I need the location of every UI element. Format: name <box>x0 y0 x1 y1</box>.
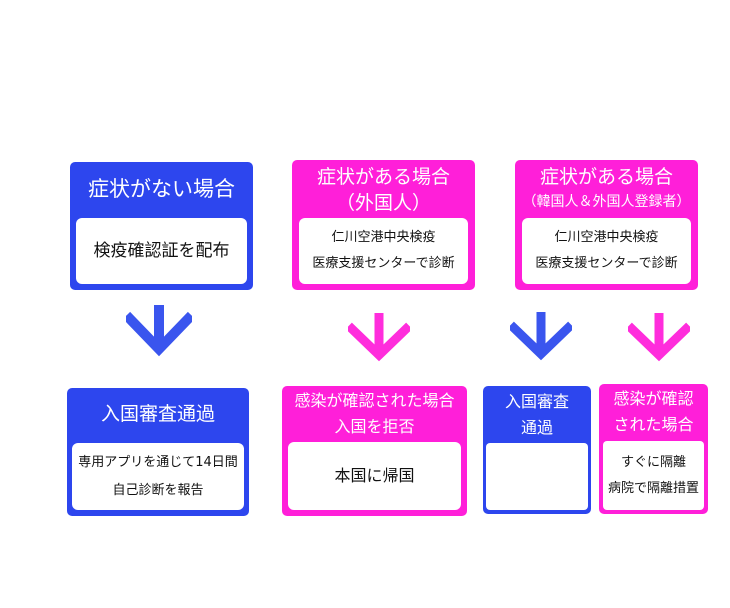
entry-pass-body-line-2: 自己診断を報告 <box>112 482 204 498</box>
no-symptoms-body: 検疫確認証を配布 <box>76 218 247 284</box>
quarantine-body-line-1: すぐに隔離 <box>620 454 686 470</box>
symptoms-foreign-title-line-1: 症状がある場合 <box>316 166 450 188</box>
symptoms-foreign-body: 仁川空港中央検疫 医療支援センターで診断 <box>299 218 468 284</box>
symptoms-korean-title: 症状がある場合 （韓国人＆外国人登録者） <box>515 164 698 214</box>
down-arrow-icon <box>628 313 690 362</box>
entry-pass-box: 入国審査通過 専用アプリを通じて14日間 自己診断を報告 <box>67 388 249 516</box>
entry-pass-small-title-line-2: 通過 <box>520 418 553 437</box>
symptoms-foreign-box: 症状がある場合 （外国人） 仁川空港中央検疫 医療支援センターで診断 <box>292 160 475 290</box>
no-symptoms-title: 症状がない場合 <box>88 177 235 201</box>
symptoms-foreign-title-line-2: （外国人） <box>335 192 431 214</box>
entry-refused-title-line-1: 感染が確認された場合 <box>294 391 455 410</box>
symptoms-foreign-title: 症状がある場合 （外国人） <box>292 164 475 216</box>
symptoms-korean-box: 症状がある場合 （韓国人＆外国人登録者） 仁川空港中央検疫 医療支援センターで診… <box>515 160 698 290</box>
quarantine-title: 感染が確認 された場合 <box>599 386 708 438</box>
symptoms-foreign-body-line-2: 医療支援センターで診断 <box>312 256 455 271</box>
down-arrow-icon <box>510 312 572 361</box>
no-symptoms-box: 症状がない場合 検疫確認証を配布 <box>70 162 253 290</box>
symptoms-korean-body-line-1: 仁川空港中央検疫 <box>554 230 659 245</box>
entry-pass-small-title-line-1: 入国審査 <box>504 392 569 411</box>
down-arrow-icon <box>126 305 192 357</box>
quarantine-body-line-2: 病院で隔離措置 <box>607 480 699 496</box>
symptoms-korean-title-line-2: （韓国人＆外国人登録者） <box>522 194 691 210</box>
symptoms-korean-body-line-2: 医療支援センターで診断 <box>535 256 678 271</box>
entry-pass-body-line-1: 専用アプリを通じて14日間 <box>78 454 238 470</box>
quarantine-title-line-2: された場合 <box>613 415 694 434</box>
entry-pass-title: 入国審査通過 <box>100 403 215 425</box>
entry-refused-title: 感染が確認された場合 入国を拒否 <box>282 388 467 440</box>
quarantine-body: すぐに隔離 病院で隔離措置 <box>603 441 704 510</box>
quarantine-box: 感染が確認 された場合 すぐに隔離 病院で隔離措置 <box>599 384 708 514</box>
no-symptoms-body-line-1: 検疫確認証を配布 <box>93 241 230 261</box>
entry-pass-body: 専用アプリを通じて14日間 自己診断を報告 <box>72 443 244 510</box>
down-arrow-icon <box>348 313 410 362</box>
symptoms-foreign-body-line-1: 仁川空港中央検疫 <box>331 230 436 245</box>
entry-refused-title-line-2: 入国を拒否 <box>334 417 415 436</box>
entry-refused-body: 本国に帰国 <box>288 442 461 510</box>
entry-pass-small-body <box>486 443 588 510</box>
quarantine-title-line-1: 感染が確認 <box>613 389 694 408</box>
symptoms-korean-title-line-1: 症状がある場合 <box>539 166 673 188</box>
entry-refused-box: 感染が確認された場合 入国を拒否 本国に帰国 <box>282 386 467 516</box>
entry-refused-body-line-1: 本国に帰国 <box>334 466 415 485</box>
entry-pass-small-title: 入国審査 通過 <box>483 389 591 441</box>
entry-pass-small-box: 入国審査 通過 <box>483 386 591 514</box>
symptoms-korean-body: 仁川空港中央検疫 医療支援センターで診断 <box>522 218 691 284</box>
